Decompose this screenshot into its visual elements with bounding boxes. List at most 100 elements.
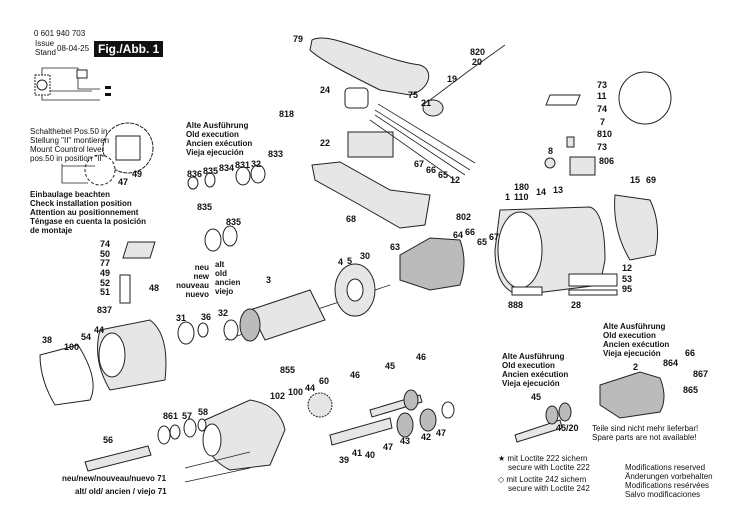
handle-cover bbox=[309, 37, 430, 96]
part-label: 837 bbox=[97, 305, 113, 315]
part-label: 46 bbox=[416, 352, 427, 362]
brush-detail-circle bbox=[618, 71, 672, 125]
part-label: 100 bbox=[288, 387, 304, 397]
part-label: 66 bbox=[426, 165, 437, 175]
part-label: 22 bbox=[320, 138, 331, 148]
part-label: 835 bbox=[226, 217, 242, 227]
note-line: secure with Loctite 222 bbox=[508, 463, 590, 472]
lever-position-detail bbox=[61, 122, 154, 186]
note-line: secure with Loctite 242 bbox=[508, 484, 590, 493]
part-label: 58 bbox=[198, 407, 209, 417]
part-label: 74 bbox=[597, 104, 608, 114]
note-line: Ancien exécution bbox=[186, 139, 253, 148]
note-line: Téngase en cuenta la posición bbox=[30, 217, 147, 226]
part-label: 13 bbox=[553, 185, 564, 195]
part-label: 110 bbox=[514, 192, 529, 202]
note-line: ◇ mit Loctite 242 sichern bbox=[498, 475, 590, 484]
part-label: 51 bbox=[100, 287, 111, 297]
part-label: 806 bbox=[599, 156, 615, 166]
part-label: 52 bbox=[100, 278, 111, 288]
part-label: 39 bbox=[339, 455, 350, 465]
part-label: 15 bbox=[630, 175, 641, 185]
part-label: 865 bbox=[683, 385, 699, 395]
note-text: mit Loctite 222 sichern bbox=[507, 454, 588, 463]
note-line: Schalthebel Pos.50 in bbox=[30, 127, 108, 136]
note-line: Old execution bbox=[502, 361, 555, 370]
part-label: 63 bbox=[390, 242, 401, 252]
handle-base bbox=[311, 161, 431, 229]
power-cable bbox=[429, 44, 506, 101]
part-label: 67 bbox=[414, 159, 425, 169]
part-label: 53 bbox=[622, 274, 633, 284]
part-label: 7 bbox=[600, 117, 606, 127]
part-label: 60 bbox=[319, 376, 330, 386]
part-label: 5 bbox=[347, 256, 353, 266]
part-label: 45 bbox=[531, 392, 542, 402]
note-line: Vieja ejecución bbox=[186, 148, 244, 157]
part-label: 855 bbox=[280, 365, 296, 375]
part-label: 69 bbox=[646, 175, 657, 185]
screw-new-label: neu/new/nouveau/nuevo 71 bbox=[62, 474, 167, 483]
part-label: 36 bbox=[201, 312, 212, 322]
note-line: new bbox=[193, 272, 209, 281]
part-label: 12 bbox=[450, 175, 461, 185]
part-label: 31 bbox=[176, 313, 187, 323]
installation-note: Einbaulage beachten Check installation p… bbox=[30, 190, 146, 235]
part-label: 64 bbox=[453, 230, 464, 240]
issue-label: Issue bbox=[35, 39, 55, 48]
part-label: 73 bbox=[597, 142, 608, 152]
part-label: 42 bbox=[421, 432, 432, 442]
not-available-note: Teile sind nicht mehr lieferbar! Spare p… bbox=[592, 424, 698, 442]
part-label: 861 bbox=[163, 411, 179, 421]
part-label: 3 bbox=[266, 275, 272, 285]
part-label: 14 bbox=[536, 187, 547, 197]
note-line: Einbaulage beachten bbox=[30, 190, 111, 199]
note-text: mit Loctite 242 sichern bbox=[506, 475, 587, 484]
part-label: 32 bbox=[218, 308, 229, 318]
part-label: 54 bbox=[81, 332, 92, 342]
loctite-242-note: ◇ mit Loctite 242 sichern secure with Lo… bbox=[498, 475, 590, 493]
note-line: nouveau bbox=[176, 281, 209, 290]
armature bbox=[249, 289, 326, 341]
note-line: Ancien exécution bbox=[603, 340, 670, 349]
note-line: Teile sind nicht mehr lieferbar! bbox=[592, 424, 699, 433]
capacitor bbox=[344, 87, 369, 109]
part-label: 48 bbox=[149, 283, 160, 293]
part-label: 888 bbox=[508, 300, 524, 310]
part-label: 79 bbox=[293, 34, 304, 44]
part-label: 65 bbox=[438, 170, 449, 180]
note-line: Änderungen vorbehalten bbox=[625, 472, 713, 481]
note-line: Modifications reserved bbox=[625, 463, 706, 472]
part-label: 835 bbox=[197, 202, 213, 212]
part-label: 67 bbox=[489, 232, 500, 242]
part-label: 20 bbox=[472, 57, 483, 67]
part-label: 43 bbox=[400, 436, 411, 446]
part-label: 74 bbox=[100, 239, 111, 249]
note-line: Alte Ausführung bbox=[186, 121, 249, 130]
part-label: 2 bbox=[633, 362, 639, 372]
part-label: 47 bbox=[383, 442, 394, 452]
field-stator bbox=[399, 237, 465, 291]
part-label: 867 bbox=[693, 369, 709, 379]
note-line: de montaje bbox=[30, 226, 73, 235]
note-line: Old execution bbox=[603, 331, 656, 340]
note-line: old bbox=[215, 269, 227, 278]
note-line: Attention au positionnement bbox=[30, 208, 139, 217]
part-label: 50 bbox=[100, 249, 111, 259]
part-label: 44 bbox=[305, 383, 316, 393]
modifications-note: Modifications reserved Änderungen vorbeh… bbox=[625, 463, 713, 499]
part-label: 818 bbox=[279, 109, 295, 119]
part-label: 102 bbox=[270, 391, 286, 401]
old-execution-note-2: Alte Ausführung Old execution Ancien exé… bbox=[502, 352, 568, 388]
note-line: Alte Ausführung bbox=[502, 352, 565, 361]
old-execution-note-3: Alte Ausführung Old execution Ancien exé… bbox=[603, 322, 669, 358]
part-label: 12 bbox=[622, 263, 633, 273]
note-line: viejo bbox=[215, 287, 234, 296]
note-line: Spare parts are not available! bbox=[592, 433, 697, 442]
part-label: 46 bbox=[350, 370, 361, 380]
old-execution-note-1: Alte Ausführung Old execution Ancien exé… bbox=[186, 121, 252, 157]
note-line: ancien bbox=[215, 278, 241, 287]
note-line: pos.50 in position "II" bbox=[30, 154, 105, 163]
spindle bbox=[84, 445, 152, 472]
part-label: 8 bbox=[548, 146, 554, 156]
